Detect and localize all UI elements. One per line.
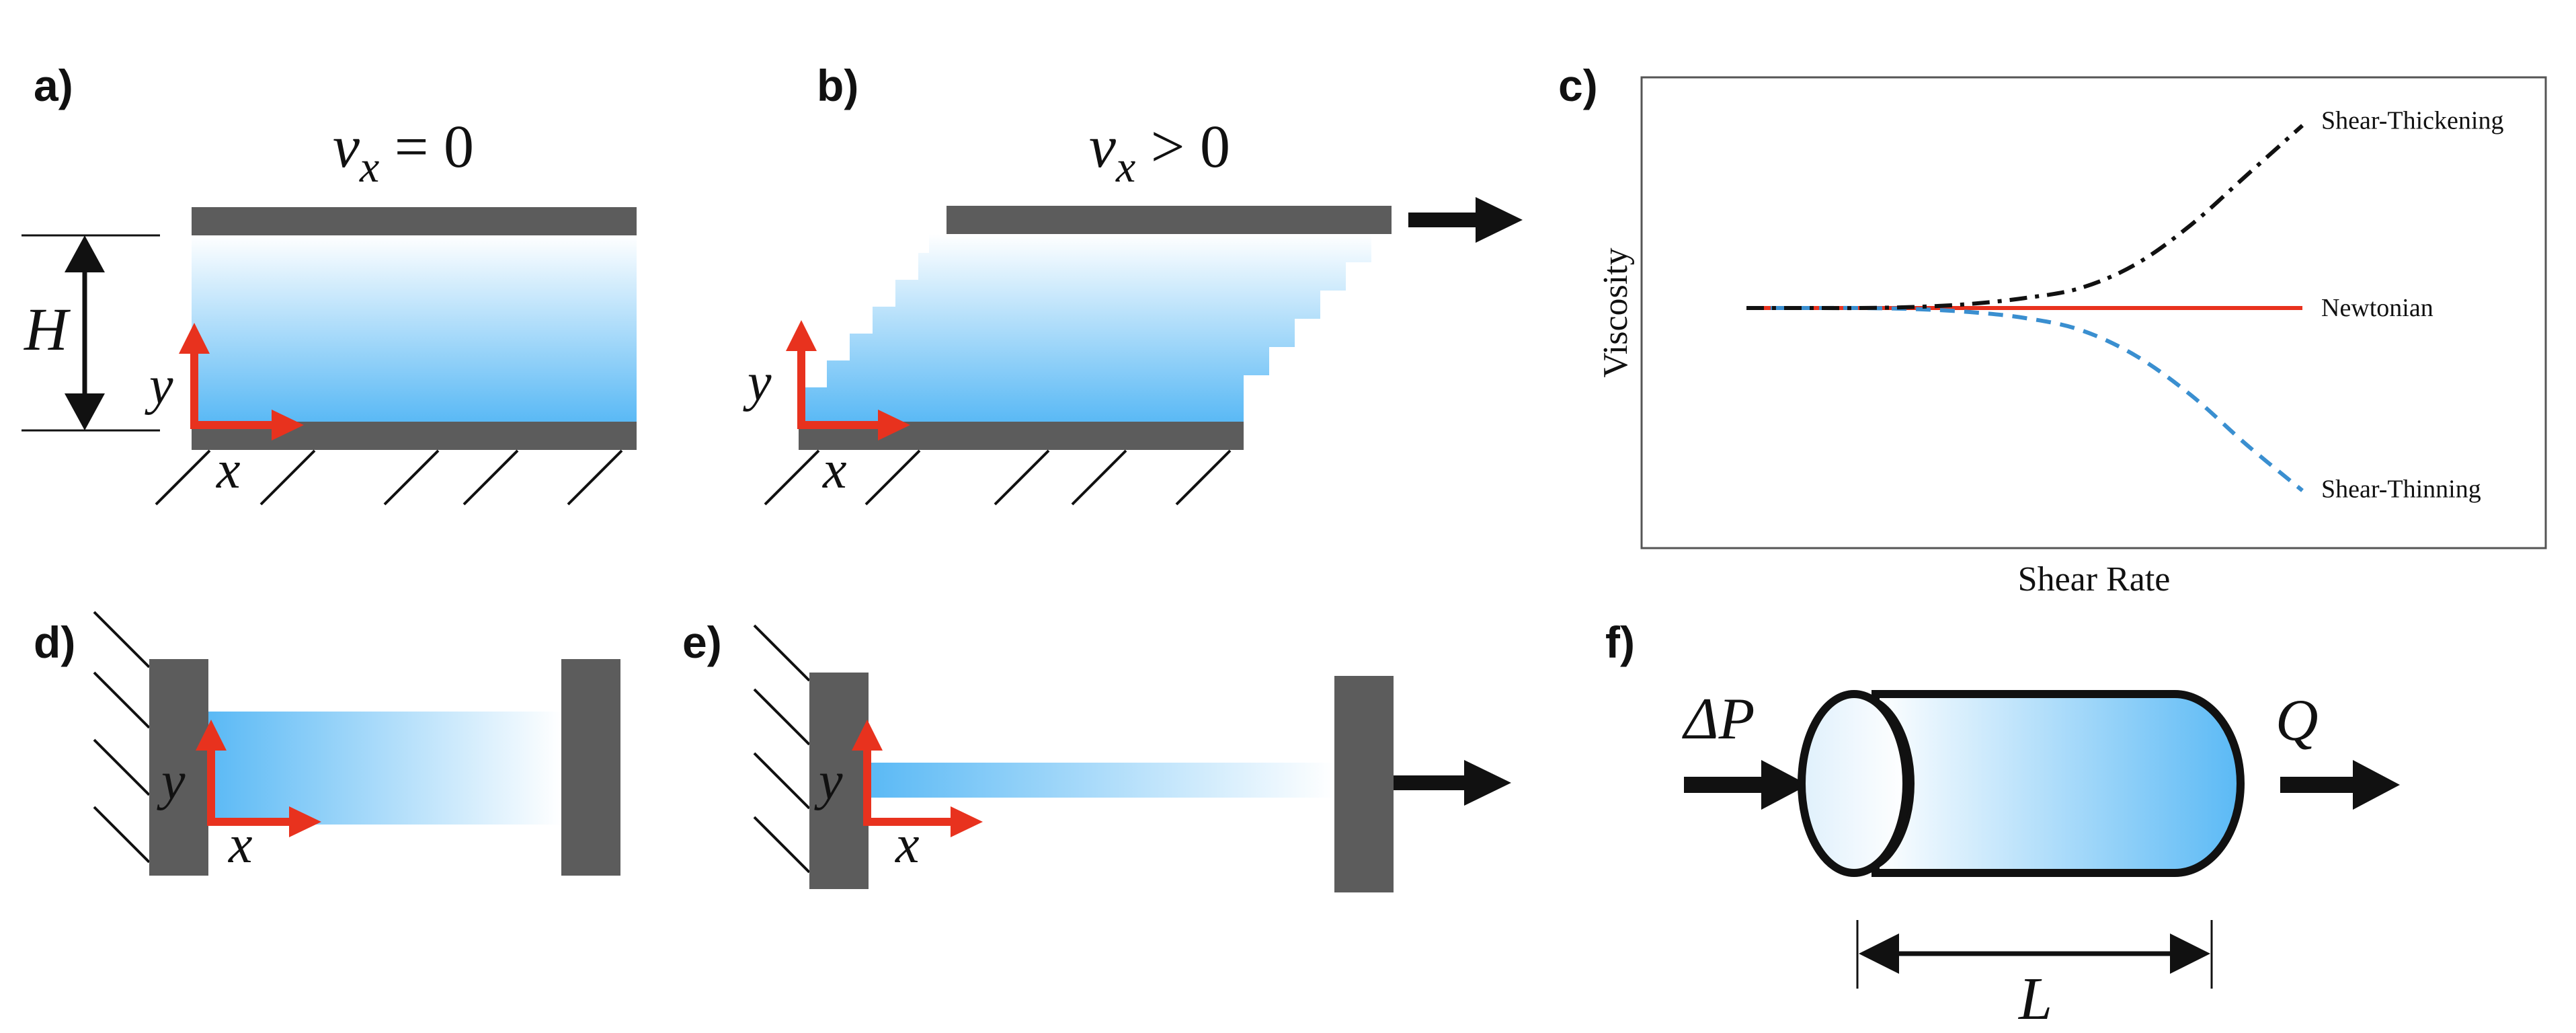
y-axis-arrowhead-icon	[786, 320, 817, 351]
panel-d-wall-hatch	[93, 611, 151, 864]
panel-a-top-plate	[192, 207, 637, 235]
panel-b-axes: y x	[743, 320, 910, 500]
arrow-left-icon	[1859, 933, 1899, 974]
chart-line-shear-thinning	[1746, 305, 2304, 492]
panel-e-right-plate	[1334, 676, 1394, 892]
x-axis-arrowhead-icon	[951, 806, 983, 837]
panel-a-fluid	[192, 235, 637, 422]
arrow-right-icon	[1476, 197, 1523, 243]
panel-b-ground-hatch	[764, 449, 1232, 506]
panel-d-left-plate	[149, 659, 208, 876]
pipe-cylinder	[1798, 690, 2245, 877]
panel-a-letter: a)	[34, 61, 73, 110]
panel-a-velocity-label: vx = 0	[333, 114, 474, 192]
panel-e-axes: y x	[814, 720, 983, 874]
arrow-up-icon	[65, 235, 105, 272]
arrow-right-icon	[2353, 760, 2400, 810]
panel-e-stretched-fluid	[869, 763, 1334, 798]
panel-b-x-label: x	[822, 441, 847, 500]
panel-f-pressure-label: ΔP	[1682, 687, 1755, 752]
panel-d-x-label: x	[228, 815, 253, 874]
pipe-inlet-face	[1798, 690, 1910, 877]
chart-frame	[1640, 76, 2547, 549]
panel-a-height-dimension: H	[22, 234, 160, 432]
y-axis-arrowhead-icon	[196, 720, 227, 751]
panel-f-flow-label: Q	[2276, 688, 2319, 753]
panel-f-letter: f)	[1605, 617, 1635, 667]
chart-y-axis-label: Viscosity	[1597, 247, 1635, 377]
panel-a-ground-hatch	[155, 449, 623, 506]
x-axis-arrowhead-icon	[289, 806, 321, 837]
chart-series-group	[1746, 124, 2304, 492]
panel-b-sheared-fluid	[804, 234, 1371, 422]
panel-b-letter: b)	[817, 61, 858, 110]
panel-e: e) y x	[682, 617, 1511, 892]
panel-e-wall-hatch	[753, 624, 811, 874]
arrow-right-icon	[1761, 760, 1808, 810]
panel-b-y-label: y	[743, 353, 772, 412]
chart-x-axis-label: Shear Rate	[2018, 560, 2171, 599]
y-axis-arrowhead-icon	[852, 720, 883, 751]
panel-e-left-plate	[809, 673, 869, 889]
panel-a-height-label: H	[24, 297, 71, 363]
panel-c: c) Shear Rate Viscosity NewtonianShear-T…	[1558, 61, 2547, 599]
panel-b-arrow	[1408, 197, 1523, 243]
panel-f-inlet-arrow	[1684, 760, 1808, 810]
panel-d-axes: y x	[157, 720, 321, 874]
panel-f: f) ΔP Q L	[1605, 617, 2400, 1032]
chart-line-shear-thickening	[1746, 124, 2304, 311]
panel-f-length-label: L	[2017, 966, 2052, 1032]
panel-d-fluid	[208, 712, 561, 825]
panel-d: d) y x	[34, 611, 620, 876]
panel-a-x-label: x	[216, 441, 241, 500]
panel-e-y-label: y	[814, 752, 843, 811]
panel-d-y-label: y	[157, 752, 186, 811]
y-axis-arrowhead-icon	[179, 323, 210, 354]
arrow-down-icon	[65, 393, 105, 430]
panel-f-length-dimension: L	[1856, 920, 2213, 1032]
x-axis-arrowhead-icon	[272, 410, 304, 441]
panel-b-top-plate	[947, 206, 1392, 234]
chart-series-label-newtonian: Newtonian	[2321, 294, 2433, 322]
panel-a: a) vx = 0 H y x	[22, 61, 637, 506]
panel-f-outlet-arrow	[2280, 760, 2400, 810]
panel-d-letter: d)	[34, 617, 75, 667]
arrow-right-icon	[1464, 760, 1511, 806]
panel-a-axes: y x	[145, 323, 304, 500]
x-axis-arrowhead-icon	[878, 410, 910, 441]
panel-a-y-label: y	[145, 356, 173, 416]
panel-e-letter: e)	[682, 617, 722, 667]
chart-series-label-shear-thickening: Shear-Thickening	[2321, 107, 2503, 135]
panel-d-right-plate	[561, 659, 620, 876]
panel-b: b) vx > 0 y x	[743, 61, 1523, 506]
panel-b-velocity-label: vx > 0	[1089, 114, 1230, 192]
panel-e-arrow	[1394, 760, 1511, 806]
panel-c-letter: c)	[1558, 61, 1598, 110]
chart-series-label-shear-thinning: Shear-Thinning	[2321, 475, 2481, 503]
arrow-right-icon	[2170, 933, 2210, 974]
panel-e-x-label: x	[895, 815, 920, 874]
